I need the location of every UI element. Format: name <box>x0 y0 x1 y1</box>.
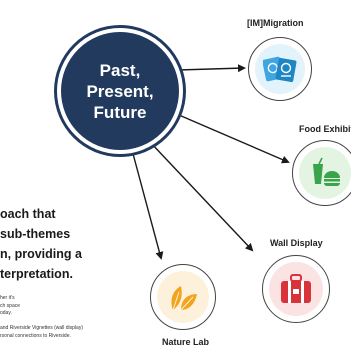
nature-label: Nature Lab <box>162 337 210 347</box>
arrow-to-nature <box>131 149 164 260</box>
food-drink-icon <box>313 157 340 186</box>
food-label: Food Exhibit <box>299 124 351 134</box>
notes-line: oday. <box>0 310 12 316</box>
notes-line: rsonal connections to Riverside. <box>0 332 71 339</box>
passport-icon <box>263 56 297 83</box>
notes-line: ch space <box>0 302 21 309</box>
migration-node <box>248 37 312 101</box>
leaves-icon <box>171 286 197 311</box>
intro-line: oach that <box>0 207 56 221</box>
notes-line <box>0 318 83 326</box>
hub-circle: Past, Present, Future <box>57 28 183 154</box>
notes-text: her it's ch space oday. and Riverside Vi… <box>0 295 83 340</box>
intro-line: n, providing a <box>0 247 82 261</box>
notes-line: her it's <box>0 295 15 301</box>
notes-line: and Riverside Vignettes (wall display) <box>0 325 84 331</box>
suitcase-icon <box>281 274 311 303</box>
food-node <box>292 140 351 206</box>
wall-node <box>262 255 330 323</box>
hub-title: Past, Present, Future <box>86 60 154 122</box>
intro-line: terpretation. <box>0 267 73 281</box>
wall-label: Wall Display <box>270 238 323 248</box>
intro-text: oach that sub-themes n, providing a terp… <box>0 204 82 284</box>
arrow-to-wall <box>149 141 254 252</box>
arrow-to-food <box>171 111 290 164</box>
nature-node <box>150 264 216 330</box>
migration-label: [IM]Migration <box>247 18 304 28</box>
arrow-to-migration <box>177 64 246 73</box>
intro-line: sub-themes <box>0 227 71 241</box>
